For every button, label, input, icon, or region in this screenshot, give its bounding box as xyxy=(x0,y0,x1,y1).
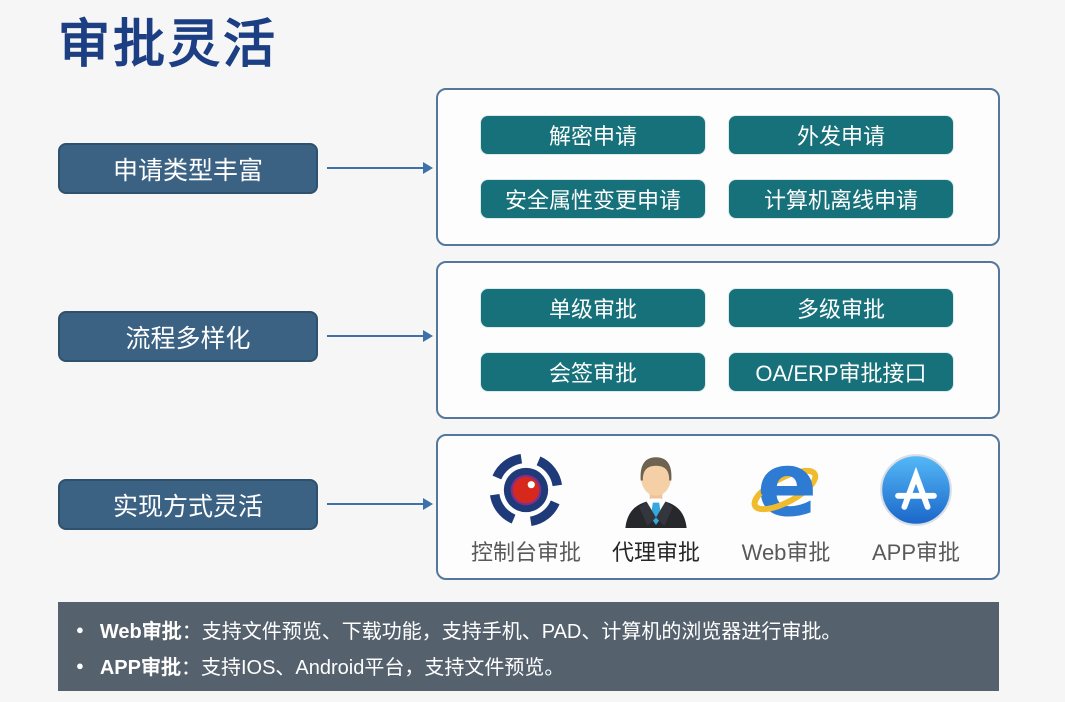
method-app-approval: APP审批 xyxy=(852,452,980,578)
page-title: 审批灵活 xyxy=(58,16,279,74)
pill-multi-level-approval: 多级审批 xyxy=(728,288,954,328)
method-label: 控制台审批 xyxy=(470,540,581,565)
category-label: 流程多样化 xyxy=(125,324,251,353)
panel-approval-methods: 控制台审批 代理审批 e xyxy=(436,434,1000,580)
footer-note-text: ：支持IOS、Android平台，支持文件预览。 xyxy=(180,656,565,679)
footer-note-web: ● Web审批 ：支持文件预览、下载功能，支持手机、PAD、计算机的浏览器进行审… xyxy=(76,611,989,647)
pill-single-level-approval: 单级审批 xyxy=(480,288,706,328)
pill-outgoing-request: 外发申请 xyxy=(728,115,954,155)
appstore-icon xyxy=(878,452,954,528)
arrow-head-icon xyxy=(423,330,433,342)
method-label: 代理审批 xyxy=(611,540,700,565)
bullet-icon: ● xyxy=(76,621,84,637)
panel-application-types: 解密申请 外发申请 安全属性变更申请 计算机离线申请 xyxy=(436,88,1000,246)
arrow-line xyxy=(327,335,424,337)
arrow-line xyxy=(327,167,424,169)
pill-oa-erp-approval-interface: OA/ERP审批接口 xyxy=(728,352,954,392)
method-label: Web审批 xyxy=(741,540,831,565)
method-web-approval: e Web审批 xyxy=(722,452,850,578)
footer-note-lead: Web审批 xyxy=(99,620,182,643)
pill-security-attribute-change-request: 安全属性变更申请 xyxy=(480,179,706,219)
method-label: APP审批 xyxy=(871,540,961,565)
arrow-head-icon xyxy=(423,162,433,174)
console-icon xyxy=(488,452,564,528)
category-box-process-variety: 流程多样化 xyxy=(58,311,318,362)
footer-note-lead: APP审批 xyxy=(99,656,181,679)
flow-arrow-1 xyxy=(327,162,433,174)
svg-text:e: e xyxy=(757,452,817,528)
category-label: 申请类型丰富 xyxy=(112,156,263,185)
arrow-line xyxy=(327,503,424,505)
flow-arrow-3 xyxy=(327,498,433,510)
method-agent-approval: 代理审批 xyxy=(592,452,720,578)
bullet-icon: ● xyxy=(76,657,84,673)
flow-arrow-2 xyxy=(327,330,433,342)
pill-decrypt-request: 解密申请 xyxy=(480,115,706,155)
pill-countersign-approval: 会签审批 xyxy=(480,352,706,392)
footer-note-text: ：支持文件预览、下载功能，支持手机、PAD、计算机的浏览器进行审批。 xyxy=(181,620,842,643)
category-box-implementation-methods: 实现方式灵活 xyxy=(58,479,318,530)
method-console-approval: 控制台审批 xyxy=(462,452,590,578)
category-label: 实现方式灵活 xyxy=(112,492,263,521)
panel-process-variety: 单级审批 多级审批 会签审批 OA/ERP审批接口 xyxy=(436,261,1000,419)
agent-person-icon xyxy=(618,452,694,528)
category-box-application-types: 申请类型丰富 xyxy=(58,143,318,194)
pill-computer-offline-request: 计算机离线申请 xyxy=(728,179,954,219)
footer-notes: ● Web审批 ：支持文件预览、下载功能，支持手机、PAD、计算机的浏览器进行审… xyxy=(58,602,999,691)
footer-note-app: ● APP审批 ：支持IOS、Android平台，支持文件预览。 xyxy=(76,647,989,683)
arrow-head-icon xyxy=(423,498,433,510)
ie-browser-icon: e xyxy=(748,452,824,528)
